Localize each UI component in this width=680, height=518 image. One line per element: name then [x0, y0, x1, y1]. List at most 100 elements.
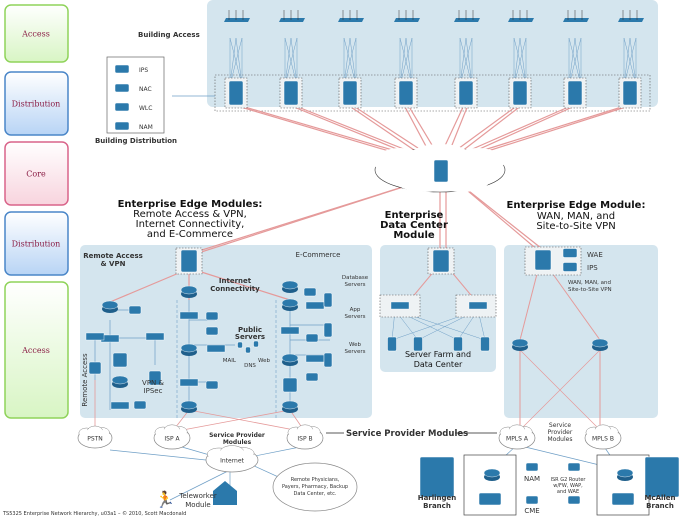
- nam-label: NAM: [524, 475, 540, 483]
- switch-icon: [179, 311, 199, 320]
- link: [229, 37, 237, 86]
- link: [284, 37, 298, 86]
- access-switch-icon: [522, 18, 534, 22]
- access-switch-icon: [293, 18, 305, 22]
- link: [229, 37, 243, 86]
- edge-modules-subtitle: Internet Connectivity,: [136, 219, 245, 230]
- cme-icon: [525, 495, 539, 505]
- nam-icon: [525, 462, 539, 472]
- edge-distribution-switch-icon: [180, 249, 198, 273]
- cme-icon: [567, 495, 581, 505]
- firewall-icon: [282, 377, 298, 393]
- link: [399, 37, 413, 86]
- link: [519, 269, 539, 341]
- layer-label: Distribution: [12, 240, 61, 249]
- switch-icon: [305, 301, 325, 310]
- link: [465, 37, 473, 86]
- server-icon: [305, 333, 319, 343]
- wae-icon: [562, 248, 578, 258]
- router-icon: [111, 375, 129, 385]
- internet-cloud-fill: [207, 449, 257, 471]
- switch-icon: [179, 378, 199, 387]
- mpls-a-cloud-label: MPLS A: [506, 436, 529, 443]
- wan-note: Site-to-Site VPN: [568, 287, 612, 293]
- layer-label: Access: [21, 346, 50, 355]
- app-servers-label: App: [350, 307, 361, 313]
- layer-label: Distribution: [12, 100, 61, 109]
- isp-b-cloud-fill: [287, 428, 323, 448]
- link: [459, 37, 473, 86]
- link: [399, 37, 407, 86]
- database-servers-label: Database: [342, 275, 369, 281]
- access-switch-icon: [238, 18, 250, 22]
- edge-modules-subtitle: Remote Access & VPN,: [133, 209, 247, 220]
- branch-building-icon: [644, 456, 680, 498]
- server-icon: [205, 311, 219, 321]
- access-switch-icon: [468, 18, 480, 22]
- link: [109, 269, 187, 303]
- web-servers-label: Servers: [345, 349, 366, 355]
- core-link: [191, 179, 426, 256]
- harlingen-branch-label: Branch: [423, 502, 451, 510]
- branch-switch-icon: [478, 492, 502, 506]
- ips-label: IPS: [587, 264, 598, 272]
- internet-cloud-label: Internet: [220, 458, 244, 465]
- remote-access-title: & VPN: [101, 260, 126, 268]
- wan-subtitle: Site-to-Site VPN: [536, 221, 615, 232]
- branch-switch-icon: [611, 492, 635, 506]
- legend-label: IPS: [139, 67, 148, 74]
- access-switch-icon: [632, 18, 644, 22]
- dns-label: DNS: [244, 363, 256, 369]
- router-icon: [281, 280, 299, 290]
- core-link: [454, 179, 541, 253]
- distribution-switch-icon: [458, 80, 474, 106]
- distribution-switch-icon: [283, 80, 299, 106]
- wan-subtitle: WAN, MAN, and: [537, 211, 615, 222]
- link: [284, 37, 292, 86]
- server-icon: [205, 380, 219, 390]
- layer-label: Core: [26, 170, 46, 179]
- sp-modules-right-label: Service: [549, 422, 571, 429]
- switch-icon: [145, 332, 165, 341]
- edge-modules-title: Enterprise Edge Modules:: [118, 199, 263, 210]
- legend-label: NAM: [139, 124, 153, 131]
- datacenter-caption: Data Center: [414, 360, 463, 369]
- wan-edge-switch-icon: [534, 249, 552, 271]
- teleworker-label: Module: [185, 501, 210, 509]
- building-access-label: Building Access: [138, 31, 200, 39]
- app-server-icon: [323, 322, 333, 338]
- router-icon: [281, 298, 299, 308]
- switch-icon: [85, 332, 105, 341]
- dc-core-switch-icon: [432, 249, 450, 273]
- sp-modules-label: Modules: [223, 439, 252, 446]
- web-label: Web: [258, 358, 270, 364]
- remote-access-server-icon: [88, 361, 102, 375]
- building-access-panel: [207, 0, 658, 107]
- nam-icon: [114, 121, 130, 131]
- link: [171, 409, 291, 433]
- nam-icon: [567, 462, 581, 472]
- building-distribution-label: Building Distribution: [95, 137, 177, 145]
- teleworker-label: Teleworker: [178, 492, 217, 500]
- vpn-concentrator-icon: [112, 352, 128, 368]
- link: [549, 269, 601, 341]
- link: [513, 37, 521, 86]
- wan-panel: [504, 245, 658, 418]
- switch-icon: [280, 326, 300, 335]
- datacenter-caption: Server Farm and: [405, 350, 471, 359]
- wan-title: Enterprise Edge Module:: [507, 200, 646, 211]
- layer-band-access: [4, 281, 69, 419]
- harlingen-branch-label: Harlingen: [418, 494, 457, 502]
- house-icon: [213, 481, 237, 505]
- mpls-b-cloud-fill: [585, 428, 621, 448]
- core-cloud-part: [410, 144, 470, 168]
- vpn-ips-icon: [148, 370, 162, 386]
- core-link: [454, 179, 547, 253]
- public-servers-label: Servers: [235, 333, 265, 341]
- router-icon: [101, 300, 119, 310]
- link: [235, 37, 243, 86]
- router-icon: [591, 338, 609, 348]
- legend-label: WLC: [139, 105, 152, 112]
- distribution-switch-icon: [342, 80, 358, 106]
- pstn-cloud-label: PSTN: [87, 436, 103, 443]
